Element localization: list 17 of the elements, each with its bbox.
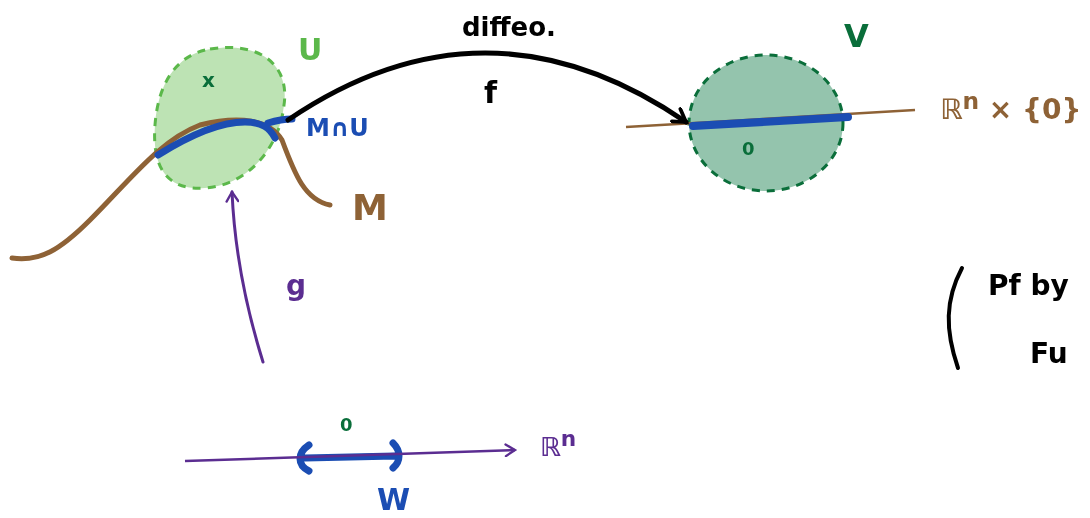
set-label: W xyxy=(377,485,411,515)
set-label: V xyxy=(844,20,869,52)
edge-label: g xyxy=(286,272,307,300)
map-annotation: diffeo. xyxy=(462,14,556,40)
point-label: 0 xyxy=(742,140,755,158)
arrow xyxy=(225,190,265,364)
subspace-label: ℝ$^{n}$ × {0} xyxy=(940,90,1082,125)
note-text: Pf by xyxy=(988,272,1069,300)
origin-label: 0 xyxy=(340,416,353,434)
set-label: U xyxy=(298,35,323,65)
intersection-label: M∩U xyxy=(306,116,369,140)
edge-label: f xyxy=(484,78,498,108)
note-text: Fu xyxy=(1030,340,1068,368)
arrow xyxy=(285,50,689,125)
point-label: x xyxy=(202,70,215,90)
manifold-label: M xyxy=(352,190,388,226)
space-label: ℝ$^{n}$ xyxy=(540,428,577,460)
